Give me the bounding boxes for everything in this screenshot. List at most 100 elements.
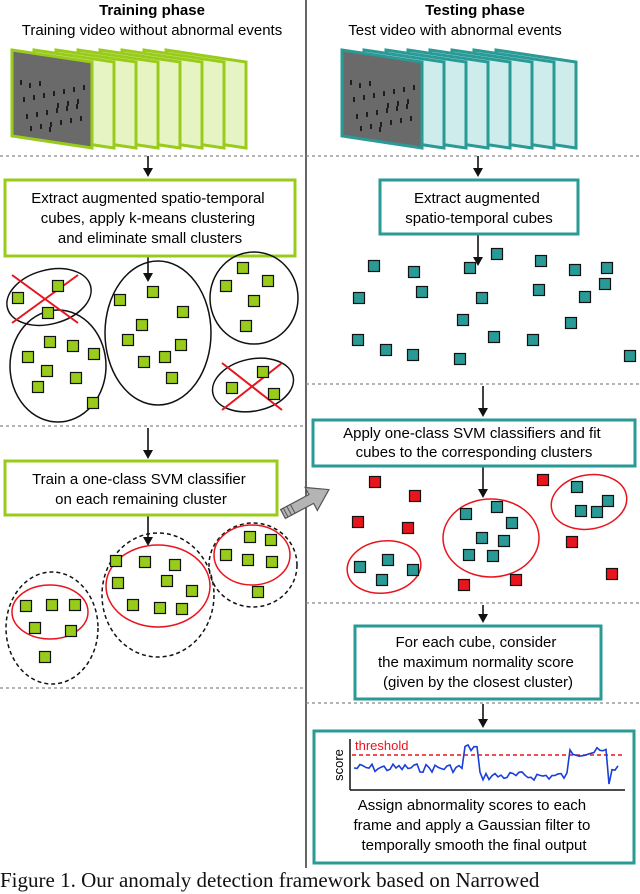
training-cube <box>241 553 255 567</box>
training-phase-subtitle: Training video without abnormal events <box>22 22 282 39</box>
plot-score-line <box>353 743 619 785</box>
test-video-pedestrian <box>356 114 358 119</box>
training-cube <box>31 380 45 394</box>
training-video-pedestrian <box>23 97 25 102</box>
training-video-pedestrian <box>63 89 65 94</box>
test-cube <box>534 254 548 268</box>
training-cube <box>174 338 188 352</box>
training-video-pedestrian <box>29 83 31 88</box>
test-cube <box>367 259 381 273</box>
arrow-head <box>473 257 483 266</box>
training-cube <box>111 576 125 590</box>
training-cube <box>86 396 100 410</box>
training-cube <box>247 294 261 308</box>
test-cube <box>406 348 420 362</box>
test-video-pedestrian <box>403 87 405 92</box>
training-cube <box>113 293 127 307</box>
testing-phase-title: Testing phase <box>425 2 525 19</box>
testing-cubes <box>351 247 637 366</box>
figure-caption: Figure 1. Our anomaly detection framewor… <box>0 868 540 892</box>
training-cube <box>38 650 52 664</box>
test-cube <box>353 560 367 574</box>
abnormal-cube <box>605 567 619 581</box>
test-cube <box>463 261 477 275</box>
test-cube <box>600 261 614 275</box>
training-cube <box>175 602 189 616</box>
flow-arrows <box>143 156 488 728</box>
training-video-pedestrian <box>26 114 28 119</box>
arrow-head <box>478 489 488 498</box>
training-cube <box>87 347 101 361</box>
test-video-pedestrian <box>397 101 399 106</box>
test-video-pedestrian <box>379 127 381 132</box>
test-video-pedestrian <box>396 106 398 111</box>
training-video-pedestrian <box>56 108 58 113</box>
arrow-head <box>478 719 488 728</box>
arrow-head <box>143 537 153 546</box>
training-cube <box>45 598 59 612</box>
test-cube <box>568 263 582 277</box>
training-cube <box>261 274 275 288</box>
training-video-pedestrian <box>49 127 51 132</box>
training-cube <box>160 574 174 588</box>
test-cube <box>375 573 389 587</box>
plot-y-label: score <box>331 749 346 781</box>
abnormal-cube <box>509 573 523 587</box>
test-cube <box>407 265 421 279</box>
training-cube <box>236 261 250 275</box>
training-video-pedestrian <box>30 126 32 131</box>
test-video-pedestrian <box>383 91 385 96</box>
abnormal-cube <box>408 489 422 503</box>
training-cube <box>243 530 257 544</box>
testing-step1-box <box>378 178 580 236</box>
training-cube <box>219 548 233 562</box>
training-cube <box>165 371 179 385</box>
training-cube <box>51 279 65 293</box>
test-cube <box>574 504 588 518</box>
abnormal-cube <box>401 521 415 535</box>
test-cube <box>459 507 473 521</box>
training-cube <box>256 365 270 379</box>
training-cube <box>40 364 54 378</box>
abnormal-cube <box>536 473 550 487</box>
test-cube <box>564 316 578 330</box>
test-cube <box>532 283 546 297</box>
training-cube <box>43 335 57 349</box>
arrow-head <box>143 168 153 177</box>
training-video-pedestrian <box>77 99 79 104</box>
training-video-pedestrian <box>60 120 62 125</box>
arrow-head <box>143 450 153 459</box>
training-video-pedestrian <box>57 103 59 108</box>
test-cube <box>351 333 365 347</box>
training-cube <box>265 555 279 569</box>
training-cube <box>11 291 25 305</box>
test-cube <box>415 285 429 299</box>
training-step1-text: Extract augmented spatio-temporal cubes,… <box>31 190 269 247</box>
test-video-pedestrian <box>380 122 382 127</box>
training-video-frame-image <box>10 48 94 150</box>
model-transfer-arrow <box>279 486 330 520</box>
plot-threshold-label: threshold <box>355 738 408 753</box>
testing-step2-box <box>311 418 637 468</box>
abnormal-cube <box>368 475 382 489</box>
test-video-pedestrian <box>406 104 408 109</box>
training-cubes-svm <box>19 530 279 664</box>
test-video-pedestrian <box>350 80 352 85</box>
training-cube <box>28 621 42 635</box>
test-cube <box>526 333 540 347</box>
eliminated-cluster-marks <box>11 274 283 411</box>
test-cube <box>453 352 467 366</box>
training-cube <box>185 584 199 598</box>
training-phase-title: Training phase <box>99 2 205 19</box>
test-video-pedestrian <box>376 110 378 115</box>
training-cube <box>267 387 281 401</box>
test-cube <box>601 494 615 508</box>
training-video-pedestrian <box>53 91 55 96</box>
test-video-frames <box>340 48 578 150</box>
test-cube <box>406 563 420 577</box>
test-video-pedestrian <box>366 112 368 117</box>
test-cube <box>456 313 470 327</box>
training-video-pedestrian <box>83 85 85 90</box>
test-video-pedestrian <box>407 99 409 104</box>
test-cube <box>623 349 637 363</box>
